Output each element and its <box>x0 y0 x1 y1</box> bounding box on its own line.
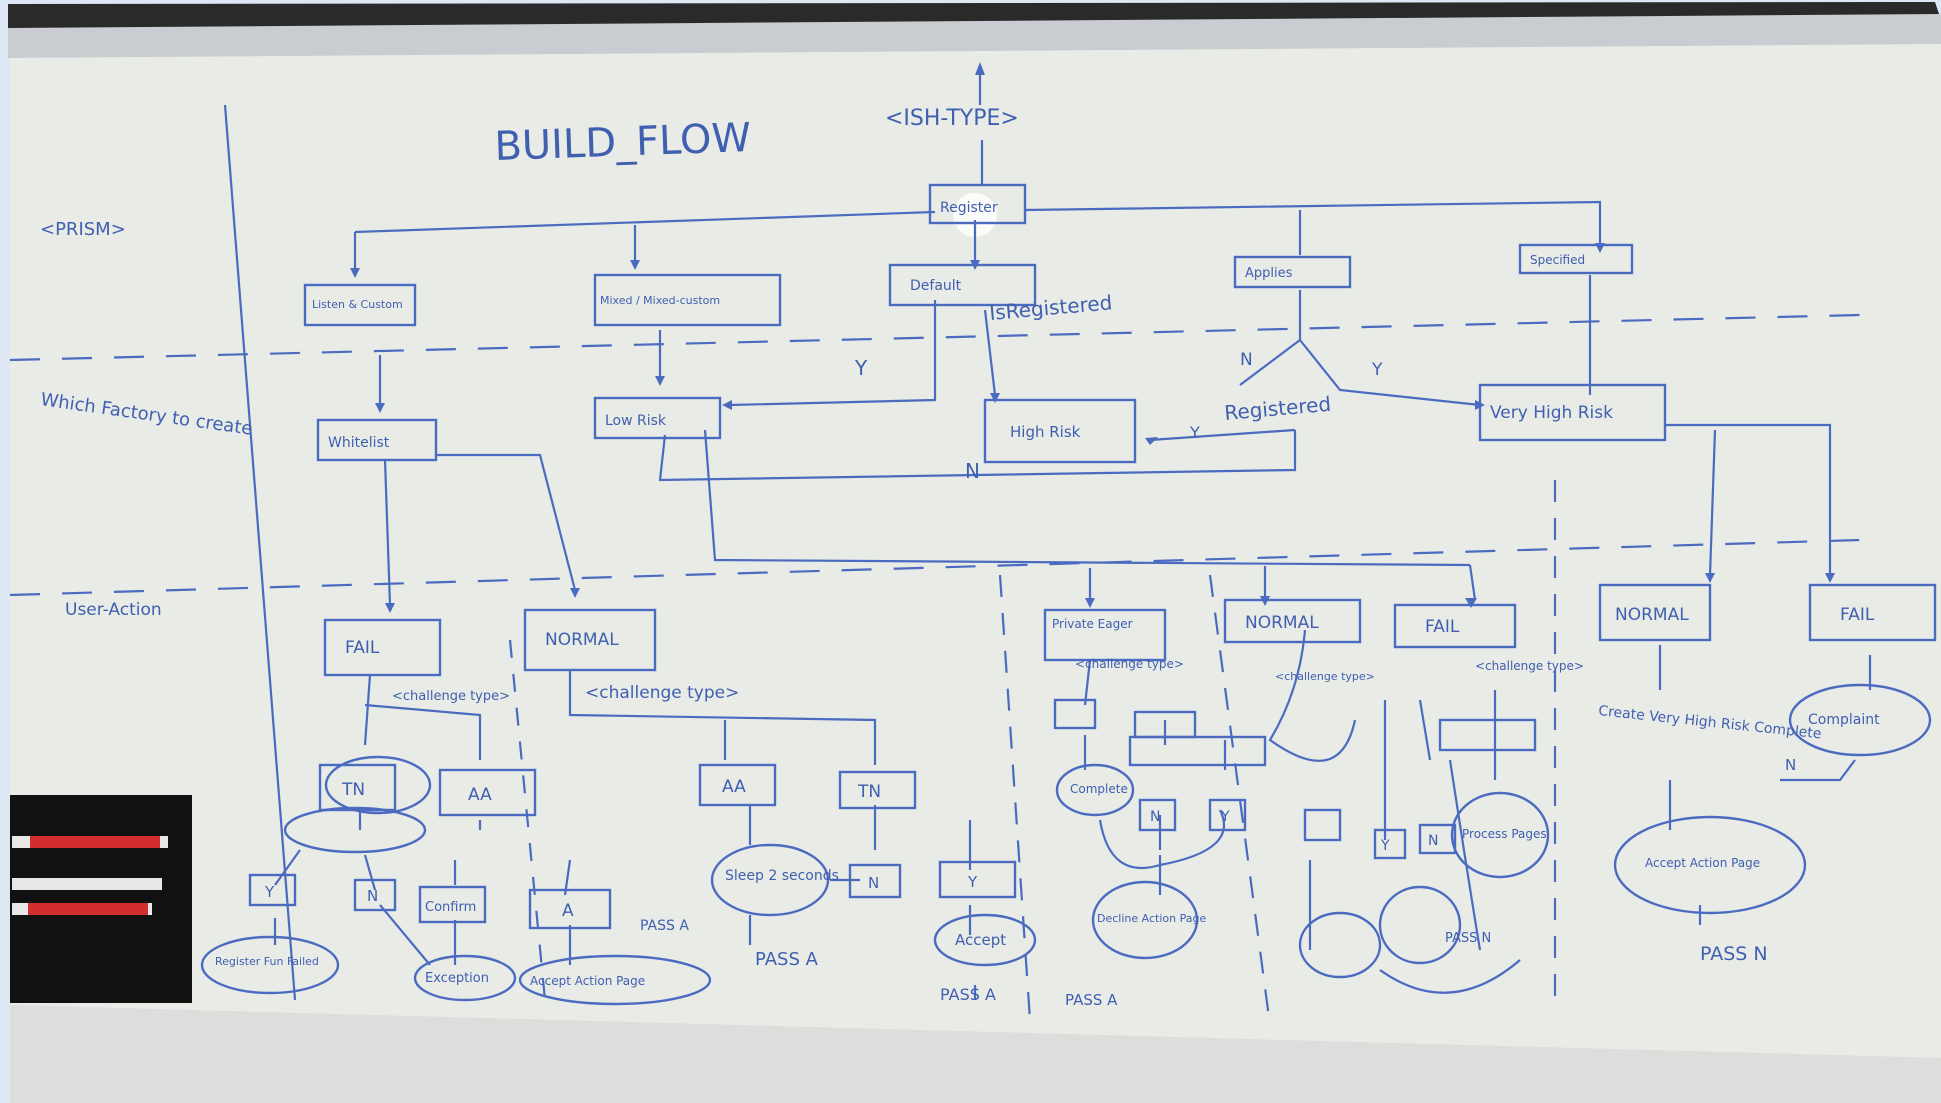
level2-label-2: High Risk <box>1010 423 1081 441</box>
leaf-box-5: N <box>367 887 378 905</box>
leaf-oval-7: Accept Action Page <box>1645 856 1760 870</box>
level1-label-0: Listen & Custom <box>312 298 403 311</box>
action-label-3: NORMAL <box>1245 613 1319 633</box>
lane-label-user-action: User-Action <box>65 600 162 620</box>
leaf-box-13: N <box>1428 833 1438 849</box>
leaf-box-2: AA <box>722 777 746 797</box>
action-label-5: NORMAL <box>1615 605 1689 625</box>
challenge-label-3: <challenge type> <box>1275 670 1375 683</box>
lane-label-prism: <PRISM> <box>40 219 126 240</box>
challenge-label-0: <challenge type> <box>392 689 510 704</box>
level1-label-3: Applies <box>1245 266 1293 281</box>
leaf-box-3: TN <box>857 782 881 802</box>
action-label-4: FAIL <box>1425 617 1460 637</box>
level2-label-3: Very High Risk <box>1490 403 1613 423</box>
yn-5: N <box>1785 756 1796 774</box>
outcome-2: PASS A <box>1065 991 1118 1009</box>
outcome-5: PASS N <box>1445 931 1491 946</box>
leaf-box-7: A <box>562 901 574 921</box>
leaf-box-4: Y <box>264 883 275 901</box>
action-label-0: FAIL <box>345 638 380 658</box>
leaf-oval-0: Register Fun Failed <box>215 955 319 968</box>
leaf-box-1: AA <box>468 785 492 805</box>
top-label: <ISH-TYPE> <box>885 106 1019 131</box>
leaf-box-11: Y <box>1220 809 1230 825</box>
root-label: Register <box>940 200 998 216</box>
yn-4: Y <box>1189 423 1200 442</box>
leaf-box-9: N <box>868 874 879 892</box>
yn-3: N <box>965 459 980 483</box>
leaf-box-10: N <box>1150 809 1160 825</box>
leaf-box-6: Confirm <box>425 900 476 915</box>
marker-tray <box>10 795 192 1003</box>
level1-label-2: Default <box>910 278 962 294</box>
leaf-box-8: Y <box>967 873 978 891</box>
challenge-label-2: <challenge type> <box>1075 657 1184 671</box>
board-title: BUILD_FLOW <box>494 115 752 170</box>
outcome-0: PASS A <box>755 949 819 970</box>
level2-label-0: Whitelist <box>328 435 390 451</box>
level2-label-1: Low Risk <box>605 413 667 429</box>
leaf-oval-5: Complete <box>1070 782 1128 796</box>
leaf-oval-3: Sleep 2 seconds <box>725 868 839 884</box>
action-label-1: NORMAL <box>545 630 619 650</box>
outcome-4: PASS N <box>1700 943 1768 965</box>
yn-1: Y <box>1371 360 1383 380</box>
outcome-1: PASS A <box>940 985 996 1004</box>
yn-2: N <box>1240 350 1253 370</box>
leaf-box-12: Y <box>1380 838 1390 854</box>
outcome-3: PASS A <box>640 918 689 934</box>
leaf-oval-4: Accept <box>955 931 1006 949</box>
leaf-oval-1: Exception <box>425 971 489 986</box>
leaf-oval-6: Decline Action Page <box>1097 912 1206 925</box>
leaf-oval-9: Process Pages <box>1462 827 1547 841</box>
level1-label-1: Mixed / Mixed-custom <box>600 294 720 307</box>
leaf-oval-2: Accept Action Page <box>530 974 645 988</box>
challenge-label-1: <challenge type> <box>585 683 739 703</box>
action-label-6: FAIL <box>1840 605 1875 625</box>
yn-0: Y <box>854 356 868 380</box>
level1-label-4: Specified <box>1530 253 1585 267</box>
action-label-2: Private Eager <box>1052 617 1133 631</box>
challenge-label-4: <challenge type> <box>1475 659 1584 673</box>
leaf-box-0: TN <box>341 780 365 800</box>
